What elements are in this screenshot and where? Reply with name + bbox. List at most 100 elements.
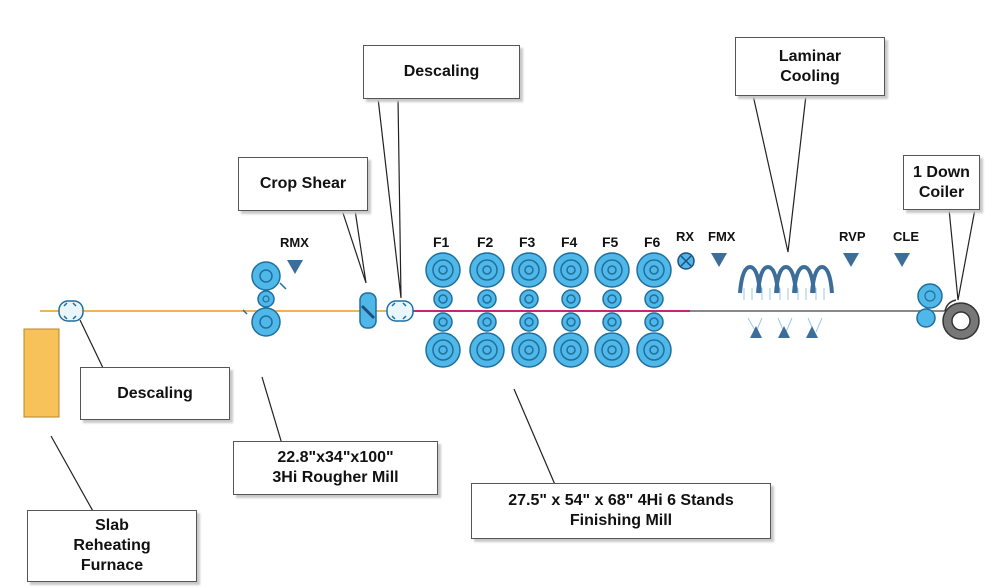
backup-roll-top-core (524, 265, 534, 275)
finishing-stands (425, 252, 672, 368)
backup-roll-bottom-ring (560, 339, 582, 361)
backup-roll-bottom-core (607, 345, 617, 355)
work-roll-top-core (607, 294, 617, 304)
cle-gauge-icon (894, 253, 910, 267)
stand-label-f5: F5 (602, 234, 619, 250)
work-roll-bottom (477, 312, 497, 332)
furnace-line3: Furnace (80, 557, 144, 574)
crop-shear-callout: Crop Shear (238, 157, 368, 211)
work-roll-bottom-core (438, 317, 448, 327)
stand-f1 (425, 252, 461, 368)
backup-roll-top (511, 252, 547, 288)
descaling-bottom-text: Descaling (117, 384, 193, 402)
backup-roll-bottom-ring (518, 339, 540, 361)
down-coiler-pointer (948, 208, 976, 301)
work-roll-top (477, 289, 497, 309)
finishing-mill-line1: 27.5" x 54" x 68" 4Hi 6 Stands (508, 492, 734, 509)
work-roll-bottom (561, 312, 581, 332)
rougher-mill-line2: 3Hi Rougher Mill (272, 469, 399, 486)
backup-roll-top (636, 252, 672, 288)
backup-roll-bottom-core (649, 345, 659, 355)
backup-roll-top (553, 252, 589, 288)
finishing-pointer (513, 388, 593, 488)
finishing-mill-callout: 27.5" x 54" x 68" 4Hi 6 Stands Finishing… (471, 483, 771, 539)
rougher-pointer (261, 376, 292, 445)
finishing-mill-line2: Finishing Mill (569, 512, 673, 529)
stand-label-f1: F1 (433, 234, 450, 250)
descaling-bottom-pointer (79, 319, 133, 371)
backup-roll-bottom-core (524, 345, 534, 355)
rvp-gauge-icon (843, 253, 859, 267)
backup-roll-bottom (425, 332, 461, 368)
work-roll-bottom-core (566, 317, 576, 327)
descaling-top-pointer (377, 97, 402, 299)
backup-roll-top-core (482, 265, 492, 275)
work-roll-top (602, 289, 622, 309)
backup-roll-bottom (553, 332, 589, 368)
backup-roll-top (594, 252, 630, 288)
work-roll-top-core (482, 294, 492, 304)
laminar-cooling-pointer (752, 94, 807, 253)
rmx-tag: RMX (280, 235, 309, 250)
rmx-gauge-icon (287, 260, 303, 274)
crop-shear-text: Crop Shear (259, 175, 347, 192)
stand-f6 (636, 252, 672, 368)
backup-roll-bottom-core (438, 345, 448, 355)
work-roll-bottom-core (649, 317, 659, 327)
work-roll-bottom (519, 312, 539, 332)
stand-f3 (511, 252, 547, 368)
fmx-gauge-icon (711, 253, 727, 267)
laminar-cooling-headers (738, 264, 834, 338)
down-coiler-callout: 1 Down Coiler (903, 155, 980, 210)
furnace-line1: Slab (95, 517, 129, 534)
backup-roll-top-core (607, 265, 617, 275)
backup-roll-bottom-core (482, 345, 492, 355)
work-roll-bottom-core (607, 317, 617, 327)
stand-f4 (553, 252, 589, 368)
down-coiler-line2: Coiler (918, 183, 965, 201)
backup-roll-top-ring (560, 259, 582, 281)
stand-label-f4: F4 (561, 234, 578, 250)
furnace-pointer (50, 435, 113, 514)
stand-f2 (469, 252, 505, 368)
descaling-nozzle-2 (386, 300, 414, 322)
backup-roll-top-ring (518, 259, 540, 281)
work-roll-bottom (644, 312, 664, 332)
fmx-tag: FMX (708, 229, 736, 244)
rougher-mill-callout: 22.8"x34"x100" 3Hi Rougher Mill (233, 441, 438, 495)
work-roll-top-core (649, 294, 659, 304)
backup-roll-top (425, 252, 461, 288)
backup-roll-bottom-ring (601, 339, 623, 361)
pinch-rolls (916, 283, 943, 328)
backup-roll-top-ring (643, 259, 665, 281)
backup-roll-bottom (636, 332, 672, 368)
backup-roll-bottom-core (566, 345, 576, 355)
work-roll-bottom-core (524, 317, 534, 327)
rx-tag: RX (676, 229, 695, 244)
backup-roll-top (469, 252, 505, 288)
work-roll-top-core (566, 294, 576, 304)
work-roll-top (561, 289, 581, 309)
stand-label-f3: F3 (519, 234, 536, 250)
backup-roll-bottom-ring (643, 339, 665, 361)
backup-roll-top-ring (476, 259, 498, 281)
backup-roll-top-core (649, 265, 659, 275)
stand-label-f6: F6 (644, 234, 661, 250)
backup-roll-top-core (566, 265, 576, 275)
work-roll-top (519, 289, 539, 309)
stand-f5 (594, 252, 630, 368)
rvp-tag: RVP (839, 229, 866, 244)
backup-roll-bottom (511, 332, 547, 368)
work-roll-top-core (438, 294, 448, 304)
descaling-top-text: Descaling (403, 63, 480, 80)
backup-roll-bottom-ring (476, 339, 498, 361)
work-roll-top-core (524, 294, 534, 304)
rougher-mill (242, 261, 287, 337)
down-coiler-line1: 1 Down (913, 163, 970, 181)
work-roll-top (433, 289, 453, 309)
rx-symbol (677, 252, 695, 270)
work-roll-bottom-core (482, 317, 492, 327)
work-roll-top (644, 289, 664, 309)
slab-reheating-furnace-block (23, 328, 60, 418)
